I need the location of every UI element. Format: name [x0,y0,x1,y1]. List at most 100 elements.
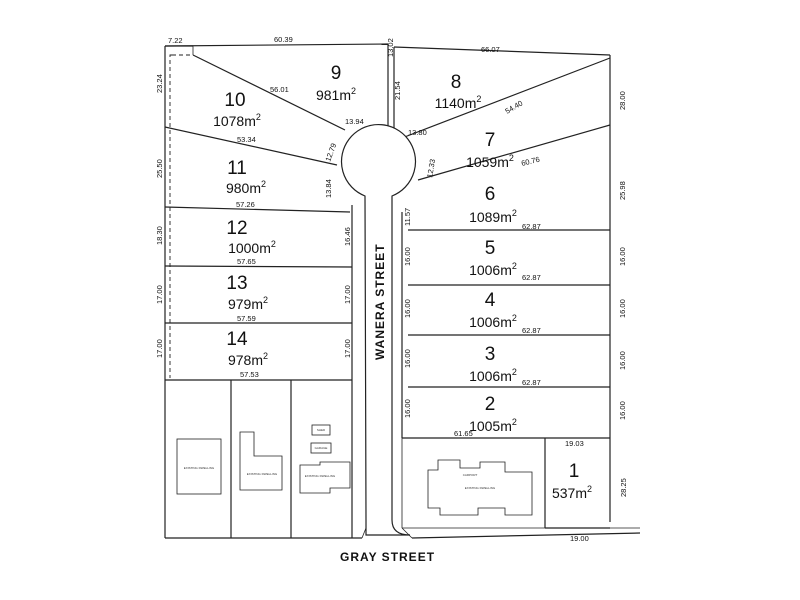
dim-57-53: 57.53 [240,370,259,379]
svg-text:9: 9 [331,63,342,84]
dim-57-59: 57.59 [237,314,256,323]
dim-28-00: 28.00 [618,91,627,110]
shed-a-label: SHED [317,428,326,432]
svg-text:3: 3 [485,344,496,365]
svg-text:5: 5 [485,238,496,259]
lot-11: 11 980m2 [226,158,266,196]
house-c-label: EXISTING DWELLING [305,474,336,478]
dim-62-87b: 62.87 [522,273,541,282]
svg-text:6: 6 [485,184,496,205]
dim-60-76: 60.76 [520,155,540,168]
lower-left-lots [164,380,533,538]
dim-19-03: 19.03 [565,439,584,448]
lot-6: 6 1089m2 [469,184,517,225]
svg-text:7: 7 [485,130,496,151]
house-a-outline [176,438,222,495]
svg-text:11: 11 [227,158,247,179]
dim-12-33: 12.33 [425,158,437,178]
house-a-label: EXISTING DWELLING [184,466,215,470]
svg-text:13: 13 [226,273,247,294]
dimension-labels: 7.22 60.39 13.02 66.07 23.24 56.01 53.34… [155,35,628,543]
svg-text:1089m2: 1089m2 [469,208,517,225]
dim-62-87d: 62.87 [522,378,541,387]
dim-13-94: 13.94 [345,117,364,126]
dim-left-10: 23.24 [155,74,164,93]
dim-53-34: 53.34 [237,135,256,144]
dim-12-79: 12.79 [323,142,338,163]
dim-17-00b: 17.00 [343,285,352,304]
svg-text:12: 12 [226,218,247,239]
shed-b-label: GARAGE [315,446,328,450]
svg-text:537m2: 537m2 [552,484,592,501]
svg-text:1059m2: 1059m2 [466,153,514,170]
house-b-label: EXISTING DWELLING [247,472,278,476]
dim-16-00f: 16.00 [618,351,627,370]
dim-13-84: 13.84 [324,179,333,198]
dim-21-54: 21.54 [393,81,402,100]
svg-text:980m2: 980m2 [226,179,266,196]
shed-b-outline [310,442,332,454]
shed-a-outline [311,424,331,436]
dim-left-14: 17.00 [155,339,164,358]
dim-16-46: 16.46 [343,227,352,246]
dim-16-00g: 16.00 [403,399,412,418]
dim-left-13: 17.00 [155,285,164,304]
carport-label: CARPORT [463,473,478,477]
dim-top-right: 66.07 [481,45,500,54]
wanera-street-label: WANERA STREET [373,243,387,360]
dim-57-65: 57.65 [237,257,256,266]
house-c-outline [299,461,351,494]
lot-9: 9 981m2 [316,63,356,103]
svg-text:10: 10 [224,90,245,111]
svg-text:1: 1 [569,461,580,482]
dim-left-11: 25.50 [155,159,164,178]
dim-13-80: 13.80 [408,128,427,137]
svg-text:8: 8 [451,72,462,93]
lot-3: 3 1006m2 [469,344,517,384]
dim-61-65: 61.65 [454,429,473,438]
dim-top-right-a: 13.02 [386,38,395,57]
dim-57-26: 57.26 [236,200,255,209]
wanera-street-road [165,124,641,539]
svg-text:978m2: 978m2 [228,351,268,368]
boundary-lines [164,43,640,529]
lot-5: 5 1006m2 [469,238,517,278]
lot-10: 10 1078m2 [213,90,261,129]
svg-text:981m2: 981m2 [316,86,356,103]
svg-text:1005m2: 1005m2 [469,417,517,434]
dim-left-12: 18.30 [155,226,164,245]
dim-16-00h: 16.00 [618,401,627,420]
dim-16-00b: 16.00 [618,247,627,266]
svg-text:1000m2: 1000m2 [228,239,276,256]
dim-62-87a: 62.87 [522,222,541,231]
dim-56-01: 56.01 [270,85,289,94]
dim-28-25: 28.25 [619,478,628,497]
lot-4: 4 1006m2 [469,290,517,330]
dim-top: 60.39 [274,35,293,44]
building-labels: EXISTING DWELLING EXISTING DWELLING EXIS… [184,428,496,490]
gray-street-label: GRAY STREET [340,550,435,564]
house-d-label: EXISTING DWELLING [465,486,496,490]
dim-11-57: 11.57 [403,208,412,226]
lot-13: 13 979m2 [226,273,268,312]
dim-54-40: 54.40 [504,99,525,116]
lot-7: 7 1059m2 [466,130,514,170]
dim-16-00d: 16.00 [618,299,627,318]
dim-top-left: 7.22 [168,36,183,45]
dim-16-00c: 16.00 [403,299,412,318]
lot-labels: 1 537m2 2 1005m2 3 1006m2 4 1006m2 5 100… [213,63,592,501]
svg-text:1078m2: 1078m2 [213,112,261,129]
svg-text:979m2: 979m2 [228,295,268,312]
svg-text:1006m2: 1006m2 [469,367,517,384]
lot-1: 1 537m2 [552,461,592,501]
lot-14: 14 978m2 [226,329,268,368]
lot-8: 8 1140m2 [435,72,482,111]
svg-text:1006m2: 1006m2 [469,261,517,278]
dim-25-98: 25.98 [618,181,627,200]
lot-12: 12 1000m2 [226,218,275,256]
dim-17-00c: 17.00 [343,339,352,358]
house-b-outline [239,431,283,491]
svg-text:4: 4 [485,290,496,311]
svg-text:2: 2 [485,394,496,415]
